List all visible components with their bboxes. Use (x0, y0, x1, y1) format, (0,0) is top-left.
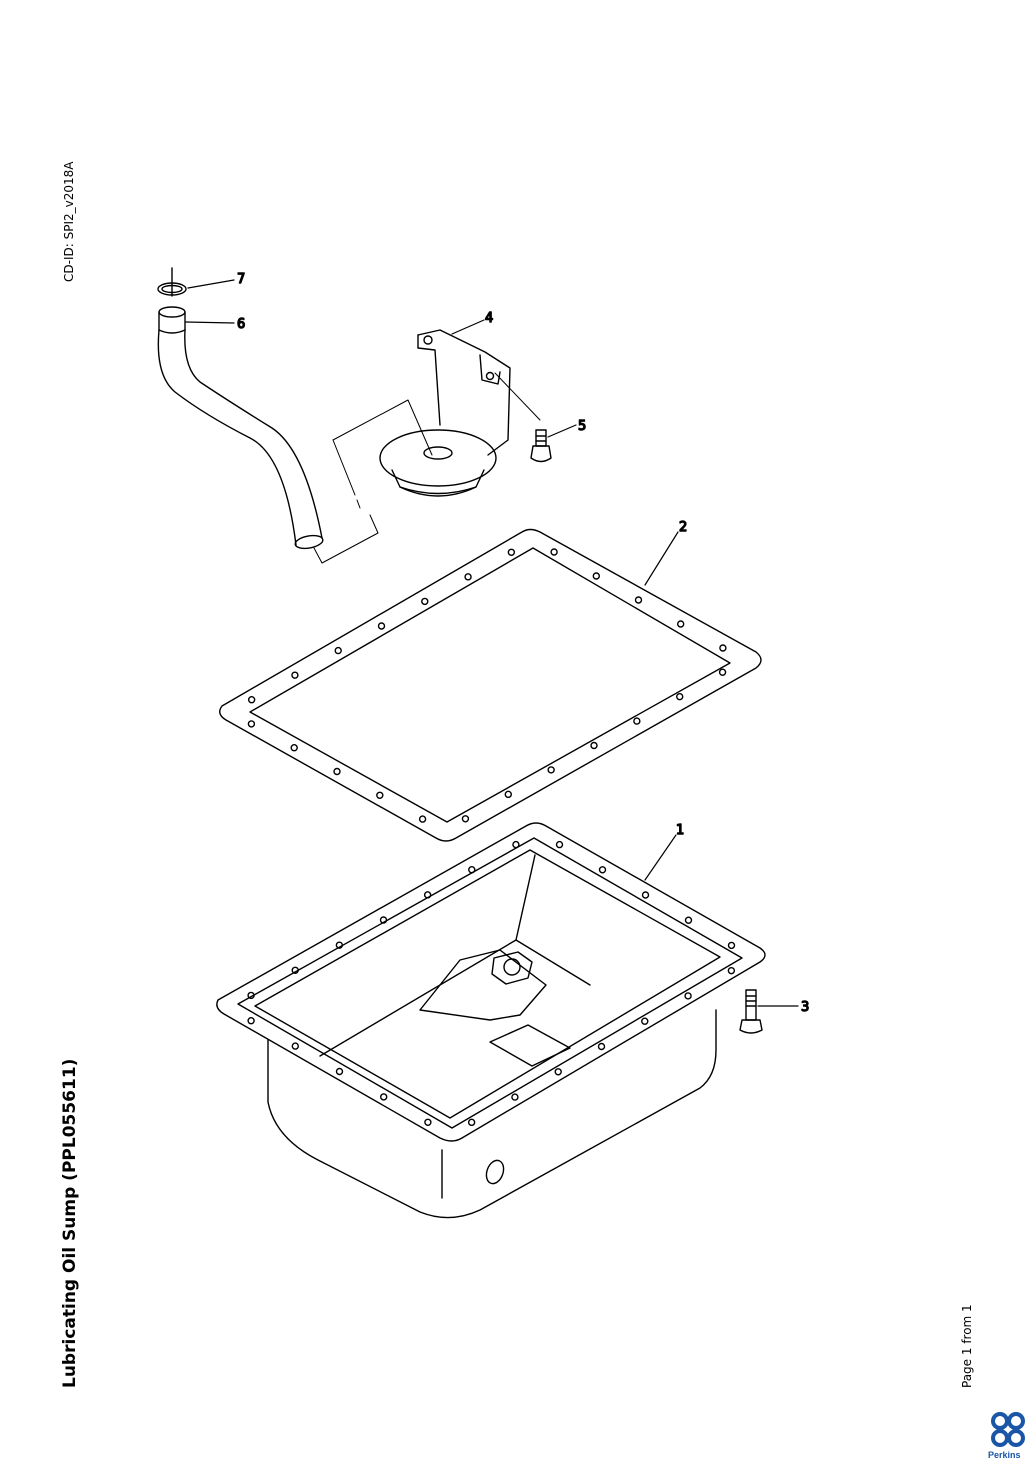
gasket-bolt-hole (718, 668, 727, 676)
flange-bolt-hole (597, 1042, 606, 1051)
flange-bolt-hole (467, 1118, 476, 1127)
flange-bolt-hole (335, 1067, 344, 1076)
flange-bolt-hole (247, 991, 255, 1000)
part-2-gasket (219, 528, 762, 842)
flange-bolt-hole (598, 866, 607, 874)
flange-bolt-hole (727, 941, 736, 950)
flange-bolt-hole (335, 941, 344, 949)
gasket-bolt-hole (464, 573, 472, 581)
flange-bolt-hole (684, 916, 693, 924)
gasket-bolt-hole (633, 717, 641, 725)
leader-lines (185, 279, 799, 1007)
gasket-bolt-hole (550, 548, 558, 556)
gasket-bolt-hole (291, 671, 299, 679)
part-3-bolt (739, 989, 763, 1034)
flange-bolt-hole (554, 1068, 562, 1076)
part-1-sump-pan (216, 822, 766, 1219)
flange-bolt-hole (468, 866, 476, 874)
part-5-bolt (530, 429, 552, 463)
callout-1: 1 (676, 823, 684, 838)
gasket-bolt-hole (676, 692, 684, 701)
gasket-bolt-hole (377, 622, 386, 630)
gasket-bolt-hole (334, 646, 342, 655)
flange-bolt-hole (684, 992, 692, 1000)
flange-bolt-hole (641, 1017, 649, 1025)
gasket-bolt-hole (247, 720, 256, 728)
flange-bolt-hole (423, 891, 432, 899)
flange-bolt-hole (511, 1093, 519, 1101)
gasket-bolt-hole (719, 644, 727, 652)
flange-bolt-hole (512, 840, 520, 849)
flange-bolt-hole (291, 966, 299, 974)
gasket-bolt-hole (418, 815, 427, 823)
flange-bolt-hole (379, 916, 388, 924)
perkins-logo-icon (991, 1412, 1025, 1447)
gasket-bolt-hole (634, 596, 643, 604)
callout-7: 7 (237, 272, 245, 287)
gasket-bolt-hole (590, 741, 598, 750)
part-7-ring (157, 267, 187, 297)
gasket-bolt-hole (547, 766, 555, 774)
callout-4: 4 (485, 311, 493, 326)
flange-bolt-hole (555, 840, 564, 849)
gasket-bolt-hole (507, 548, 516, 556)
callout-2: 2 (679, 520, 687, 535)
gasket-bolt-hole (592, 572, 600, 580)
flange-bolt-hole (380, 1093, 388, 1101)
gasket-bolt-hole (504, 790, 512, 799)
assembly-lines (313, 399, 433, 564)
flange-bolt-hole (291, 1042, 299, 1050)
callout-6: 6 (237, 317, 245, 332)
gasket-bolt-hole (247, 696, 256, 704)
part-6-pipe (157, 306, 324, 550)
gasket-bolt-hole (677, 620, 685, 628)
gasket-bolt-hole (333, 767, 341, 776)
gasket-bolt-hole (290, 744, 298, 752)
gasket-bolt-hole (461, 815, 470, 823)
flange-bolt-hole (424, 1118, 432, 1127)
gasket-bolt-hole (376, 791, 384, 799)
part-4-strainer-bracket (379, 329, 541, 497)
flange-bolt-hole (247, 1017, 255, 1025)
flange-bolt-hole (641, 891, 650, 899)
callout-5: 5 (578, 419, 586, 434)
callout-3: 3 (801, 1000, 809, 1015)
flange-bolt-hole (727, 966, 736, 975)
gasket-bolt-hole (421, 597, 429, 606)
brand-name: Perkins (988, 1450, 1021, 1460)
